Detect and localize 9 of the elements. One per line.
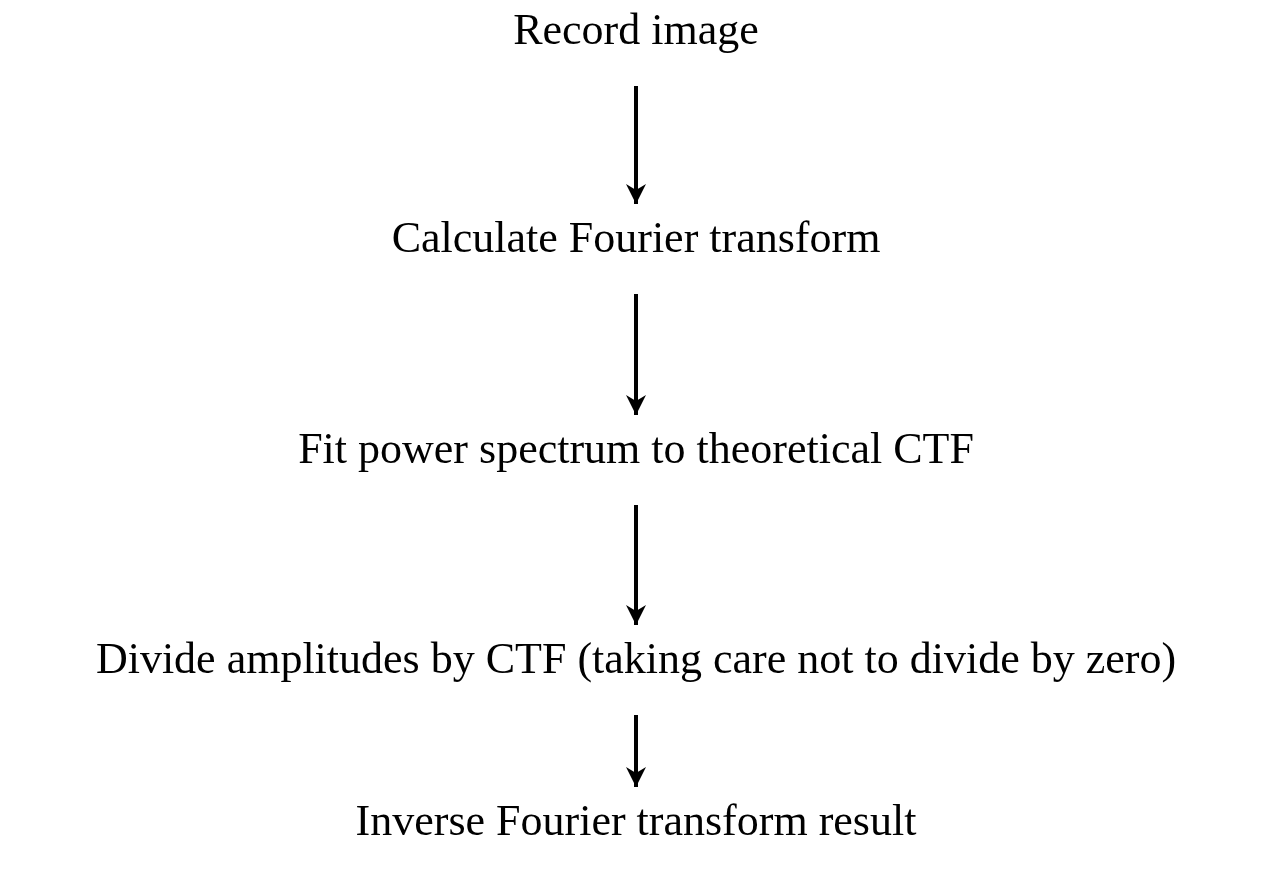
step-label: Fit power spectrum to theoretical CTF	[298, 423, 974, 475]
arrow	[626, 505, 646, 625]
arrow	[626, 715, 646, 787]
step-label: Record image	[513, 4, 759, 56]
arrow	[626, 294, 646, 415]
step-label: Inverse Fourier transform result	[355, 795, 917, 847]
step-label: Calculate Fourier transform	[391, 212, 881, 264]
step-label: Divide amplitudes by CTF (taking care not to divide by zero)	[95, 633, 1177, 685]
arrow	[626, 86, 646, 204]
